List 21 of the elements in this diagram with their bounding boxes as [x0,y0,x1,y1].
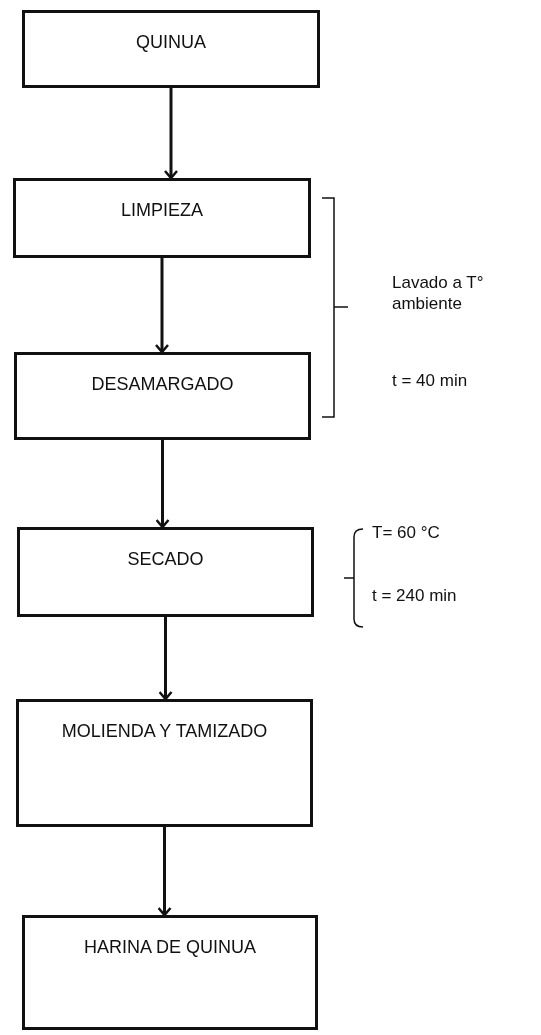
arrow [163,88,179,180]
process-box [22,10,320,88]
process-box [17,527,314,617]
step-label: HARINA DE QUINUA [83,936,257,958]
step-label: MOLIENDA Y TAMIZADO [60,720,269,742]
step-label: DESAMARGADO [90,373,235,395]
process-condition: Lavado a T° ambiente [392,272,485,314]
step-label: QUINUA [135,31,207,53]
step-label: LIMPIEZA [120,199,204,221]
process-box [22,915,318,1030]
arrow [155,440,170,529]
process-box [13,178,311,258]
step-label: SECADO [126,548,205,570]
process-box [14,352,311,440]
process-box [16,699,313,827]
arrow [154,258,170,354]
process-condition: t = 40 min [392,370,468,391]
arrow [158,617,173,701]
process-condition: T= 60 °C [372,522,440,543]
process-condition: t = 240 min [372,585,457,606]
arrow [157,827,172,917]
